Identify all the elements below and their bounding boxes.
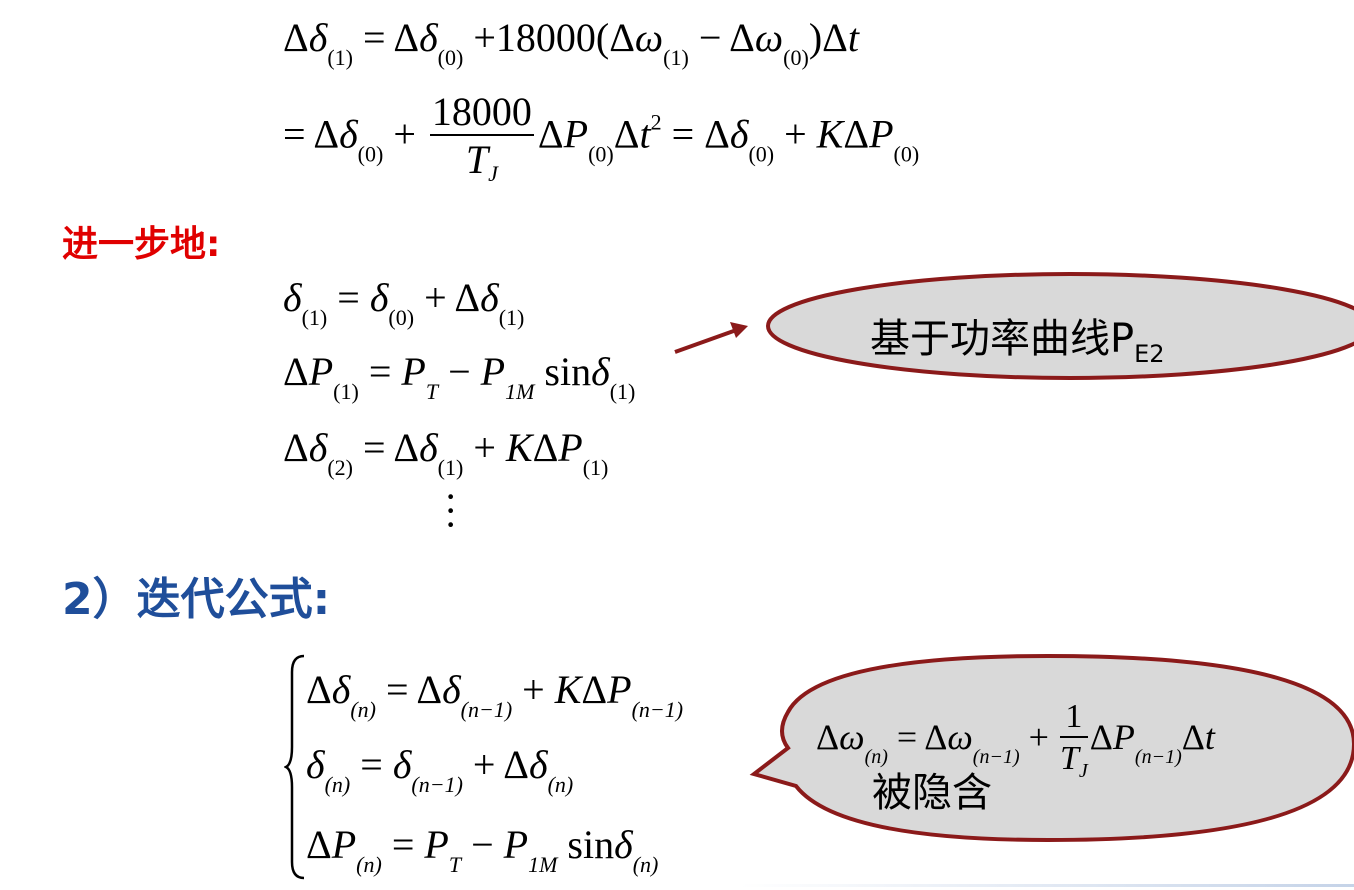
equation-delta-delta-n: Δδ(n) = Δδ(n−1) + KΔP(n−1) [306, 667, 684, 722]
callout-implied-note: 被隐含 [872, 770, 992, 816]
equation-delta-n: δ(n) = δ(n−1) + Δδ(n) [306, 742, 574, 797]
section-heading-further: 进一步地: [62, 224, 221, 265]
callout-power-curve-text: 基于功率曲线P [870, 316, 1135, 362]
equation-delta-p-1: ΔP(1) = PT − P1M sinδ(1) [283, 349, 636, 404]
section-heading-iteration-formula: 2）迭代公式: [62, 574, 331, 625]
callout-power-curve: 基于功率曲线PE2 [870, 306, 1165, 368]
bottom-divider [740, 884, 1354, 887]
equation-delta-delta-1: Δδ(1) = Δδ(0) +18000(Δω(1) − Δω(0))Δt [283, 15, 859, 70]
left-brace [284, 654, 305, 880]
callout-power-curve-shape [674, 272, 1354, 380]
callout-implied-shape [749, 653, 1354, 843]
vertical-ellipsis: ··· [444, 474, 458, 547]
callout-power-curve-subscript: E2 [1134, 340, 1165, 368]
equation-delta-p-n: ΔP(n) = PT − P1M sinδ(n) [306, 822, 659, 877]
equation-delta-delta-2: Δδ(2) = Δδ(1) + KΔP(1) [283, 425, 609, 480]
equation-delta-1: δ(1) = δ(0) + Δδ(1) [283, 275, 525, 330]
